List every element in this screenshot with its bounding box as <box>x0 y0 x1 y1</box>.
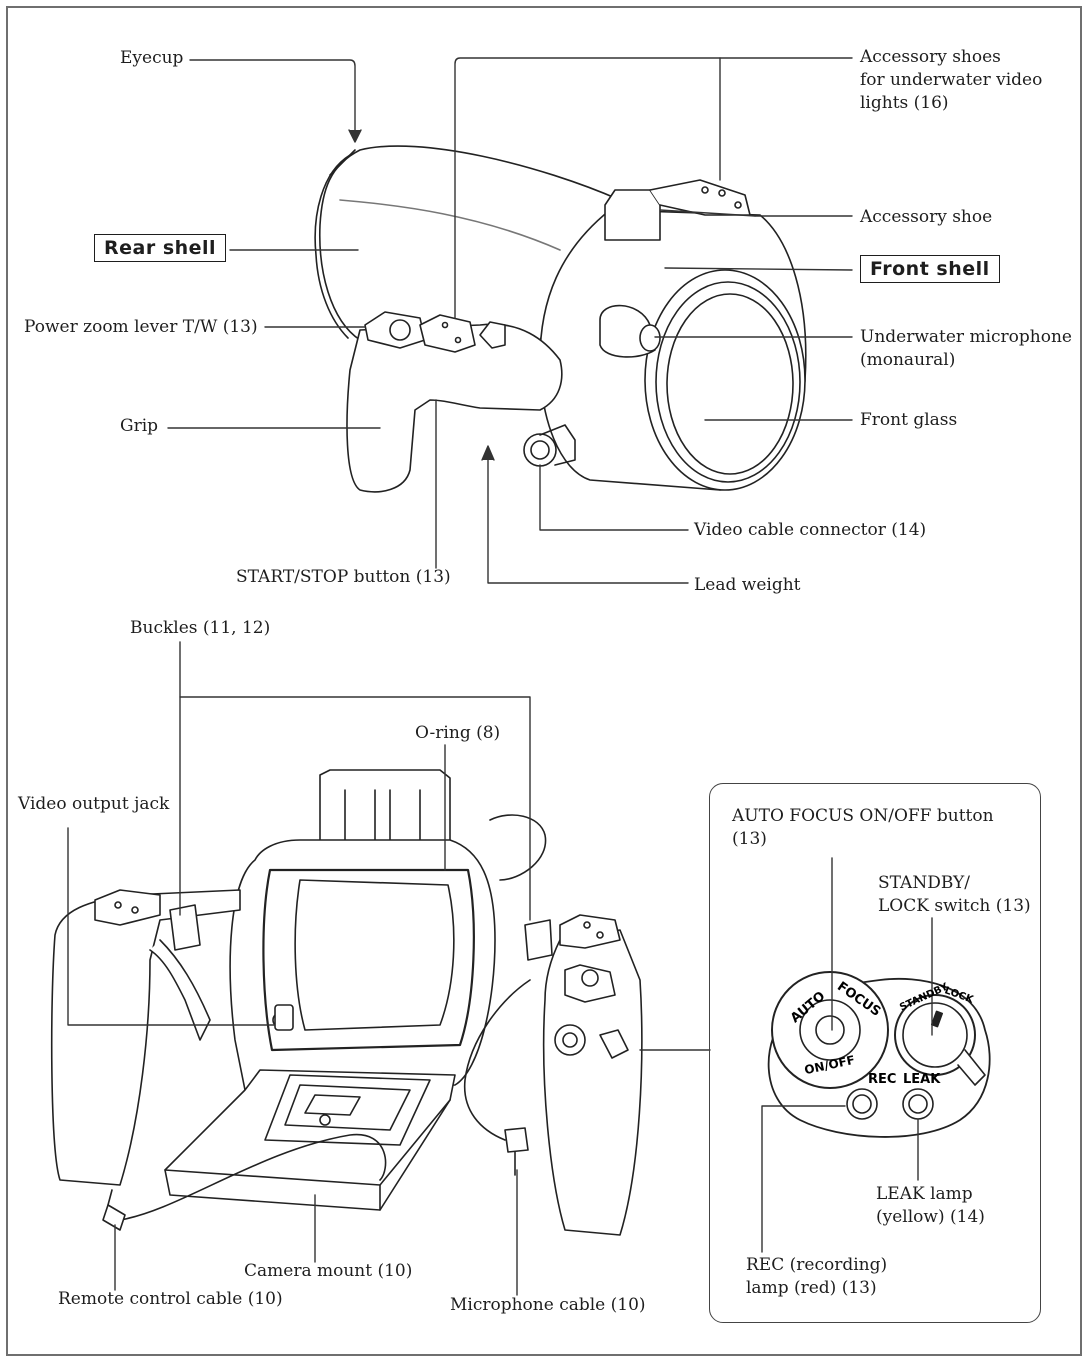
label-remote-control-cable: Remote control cable (10) <box>58 1289 283 1309</box>
label-microphone-cable: Microphone cable (10) <box>450 1295 646 1315</box>
top-leader-lines <box>167 57 853 584</box>
label-front-shell: Front shell <box>860 255 1000 283</box>
label-rear-shell: Rear shell <box>94 234 227 262</box>
label-accessory-shoes: Accessory shoes for underwater video lig… <box>860 47 1043 113</box>
label-video-cable-connector: Video cable connector (14) <box>694 520 927 540</box>
control-panel-inset <box>709 783 1041 1323</box>
label-eyecup: Eyecup <box>120 48 184 68</box>
label-video-output-jack: Video output jack <box>18 794 170 814</box>
label-buckles: Buckles (11, 12) <box>130 618 271 638</box>
label-power-zoom-lever: Power zoom lever T/W (13) <box>24 317 258 337</box>
label-grip: Grip <box>120 416 159 436</box>
label-leak-lamp: LEAK lamp (yellow) (14) <box>876 1184 985 1227</box>
control-panel-illustration <box>767 971 991 1138</box>
camera-mount-drawing <box>164 1069 456 1211</box>
front-glass-drawing <box>644 269 806 491</box>
open-housing-illustration <box>50 769 643 1236</box>
panel-text-rec: REC <box>868 1072 897 1087</box>
label-camera-mount: Camera mount (10) <box>244 1261 413 1281</box>
grip-drawing <box>346 323 563 493</box>
label-o-ring: O-ring (8) <box>415 723 501 743</box>
bottom-leader-lines <box>67 641 711 1296</box>
label-start-stop-button: START/STOP button (13) <box>236 567 451 587</box>
inset-leader-lines <box>761 857 933 1253</box>
right-grip-drawing <box>542 929 643 1236</box>
label-accessory-shoe: Accessory shoe <box>860 207 993 227</box>
label-underwater-microphone: Underwater microphone (monaural) <box>860 327 1072 370</box>
label-standby-lock-switch: STANDBY/ LOCK switch (13) <box>878 873 1031 916</box>
label-front-glass: Front glass <box>860 410 958 430</box>
page-frame <box>6 6 1082 1356</box>
panel-text-leak: LEAK <box>903 1072 941 1087</box>
label-rec-lamp: REC (recording) lamp (red) (13) <box>746 1255 888 1298</box>
label-auto-focus-button: AUTO FOCUS ON/OFF button (13) <box>732 806 994 849</box>
o-ring-drawing <box>262 868 475 1052</box>
label-lead-weight: Lead weight <box>694 575 801 595</box>
housing-illustration <box>314 145 807 493</box>
